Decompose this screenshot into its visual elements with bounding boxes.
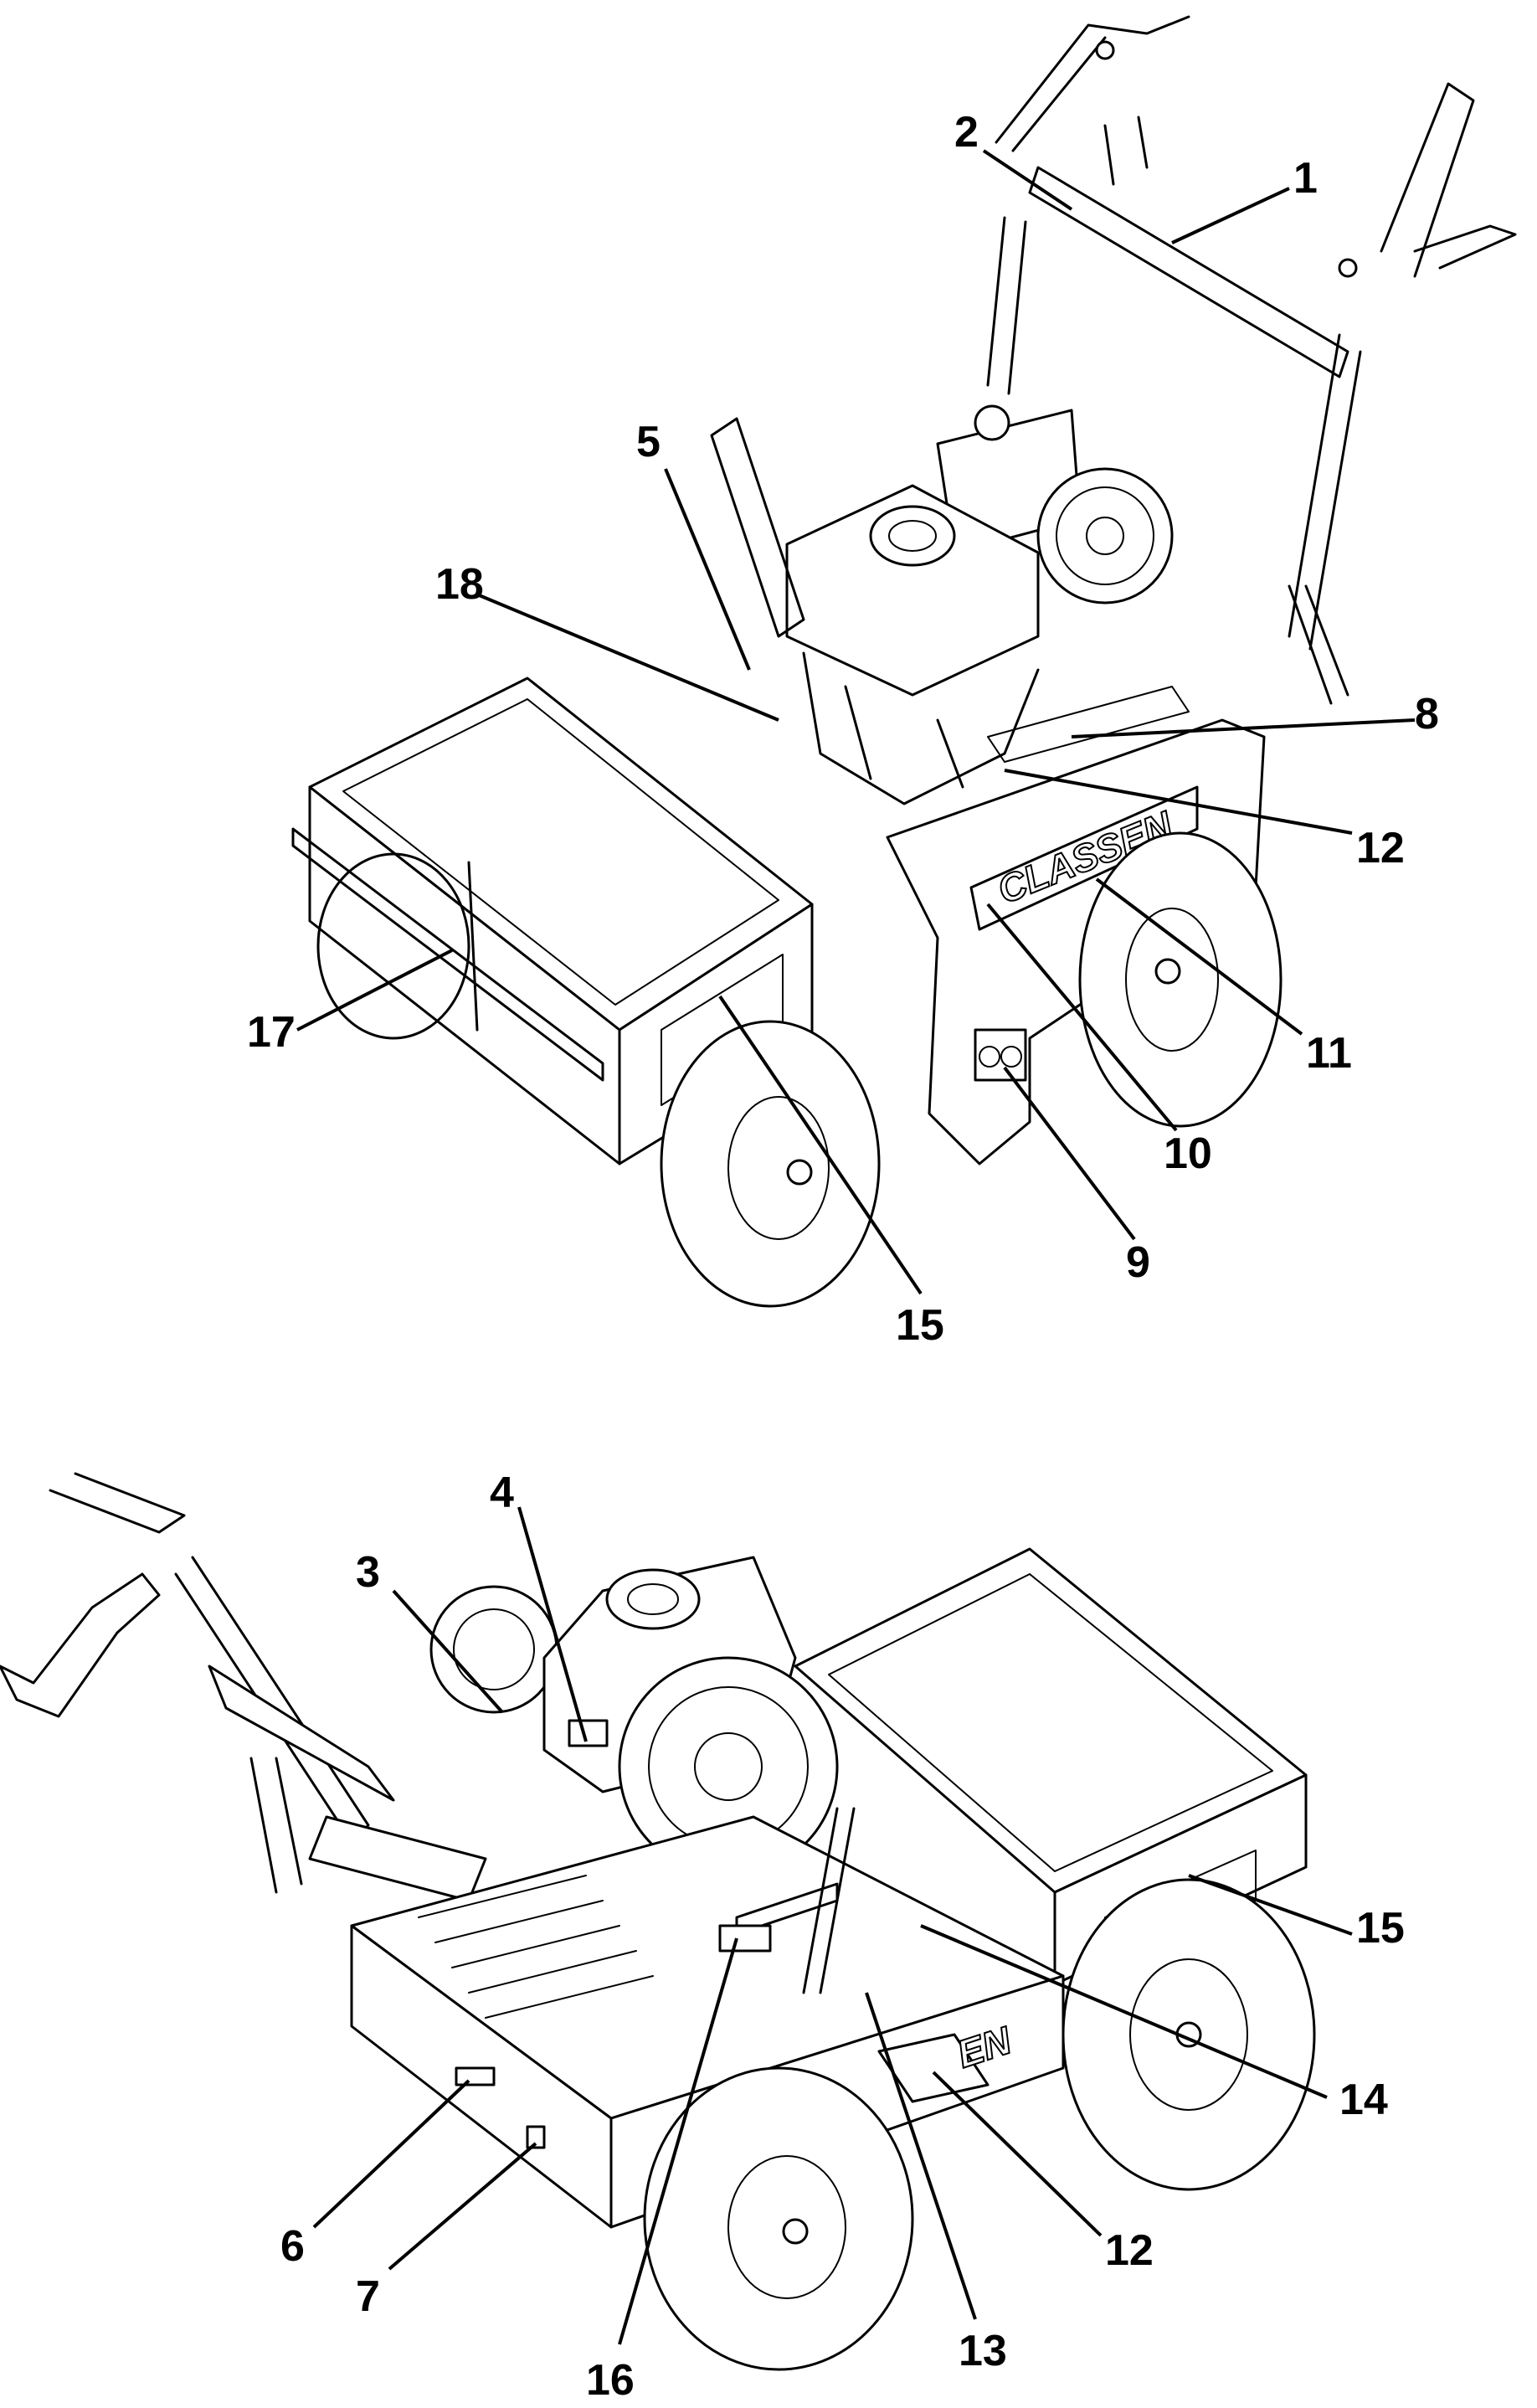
callout-5: 5 — [636, 418, 661, 466]
engine — [785, 404, 1174, 805]
callout-4: 4 — [490, 1469, 514, 1517]
wheels-bottom — [643, 1878, 1316, 2371]
leaders-top — [296, 149, 1416, 1295]
wheels-top — [316, 831, 1283, 1308]
callout-1: 1 — [1293, 154, 1318, 203]
machine-top-view: CLASSEN — [291, 15, 1517, 1308]
callout-17: 17 — [247, 1008, 296, 1057]
callout-13: 13 — [959, 2327, 1007, 2375]
callout-12: 12 — [1356, 824, 1405, 872]
machine-bottom-view: EN — [0, 1472, 1316, 2371]
leaders-bottom — [312, 1506, 1353, 2345]
callout-12-bottom: 12 — [1105, 2226, 1154, 2275]
callout-9: 9 — [1126, 1238, 1150, 1287]
callout-6: 6 — [280, 2222, 305, 2271]
callouts-bottom: 4 3 15 14 6 12 7 13 16 — [280, 1469, 1405, 2405]
callout-10: 10 — [1164, 1129, 1212, 1178]
callouts-top: 1 2 5 18 8 12 17 11 10 9 15 — [247, 108, 1439, 1350]
callout-8: 8 — [1415, 690, 1439, 738]
handlebar — [986, 15, 1517, 651]
callout-7: 7 — [356, 2272, 380, 2321]
engine-rear — [429, 1556, 839, 1877]
callout-3: 3 — [356, 1548, 380, 1597]
callout-15: 15 — [896, 1301, 944, 1350]
callout-2: 2 — [954, 108, 979, 157]
callout-16: 16 — [586, 2356, 635, 2405]
callout-15-bottom: 15 — [1356, 1904, 1405, 1953]
callout-18: 18 — [435, 560, 484, 609]
handlebar-rear — [0, 1472, 487, 1902]
callout-11: 11 — [1306, 1029, 1352, 1078]
callout-14: 14 — [1339, 2076, 1388, 2124]
